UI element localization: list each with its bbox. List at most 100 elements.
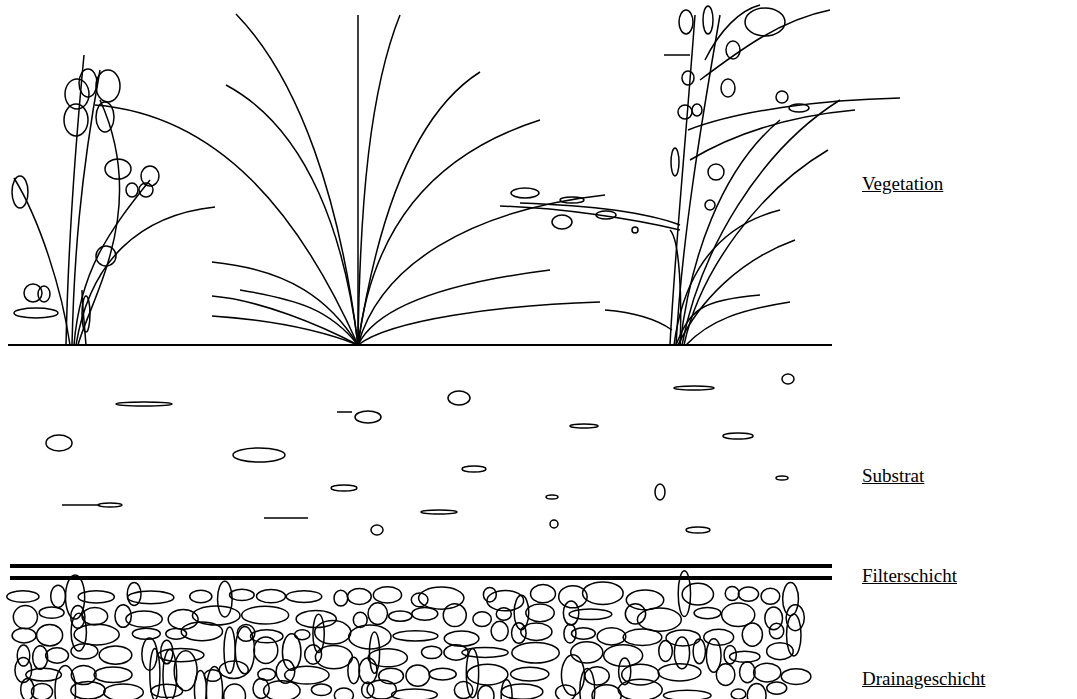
gravel-stone xyxy=(406,665,430,686)
gravel-stone xyxy=(429,668,456,680)
gravel-stone xyxy=(174,651,197,691)
gravel-stone xyxy=(348,657,360,684)
gravel-stone xyxy=(761,588,780,604)
layer-label: Filterschicht xyxy=(862,566,957,587)
gravel-stone xyxy=(39,607,64,618)
gravel-stone xyxy=(391,689,437,699)
gravel-stone xyxy=(373,587,401,603)
gravel-stone xyxy=(412,608,438,621)
gravel-stone xyxy=(563,601,578,625)
layer-label: Drainageschicht xyxy=(862,669,985,690)
drainage-gravel xyxy=(7,571,811,699)
gravel-stone xyxy=(740,662,756,683)
gravel-stone xyxy=(454,682,473,699)
shrub-plant xyxy=(500,5,900,345)
filter-layer xyxy=(10,566,832,578)
gravel-stone xyxy=(491,621,508,641)
gravel-stone xyxy=(235,627,254,674)
flowering-plant xyxy=(12,55,215,345)
gravel-stone xyxy=(604,645,643,667)
gravel-stone xyxy=(767,643,794,660)
gravel-stone xyxy=(637,608,681,631)
gravel-stone xyxy=(781,669,811,685)
gravel-stone xyxy=(694,607,721,618)
gravel-stone xyxy=(783,582,799,615)
gravel-stone xyxy=(17,645,30,666)
grass-tuft xyxy=(95,14,605,345)
layer-label: Substrat xyxy=(862,466,924,487)
gravel-stone xyxy=(224,627,235,673)
gravel-stone xyxy=(37,624,63,646)
gravel-stone xyxy=(181,622,222,641)
gravel-stone xyxy=(99,646,132,664)
gravel-stone xyxy=(71,644,98,659)
gravel-stone xyxy=(219,661,248,678)
gravel-stone xyxy=(742,623,762,646)
gravel-stone xyxy=(46,648,69,663)
gravel-stone xyxy=(444,631,479,646)
gravel-stone xyxy=(65,575,84,619)
gravel-stone xyxy=(747,684,766,699)
gravel-stone xyxy=(359,658,377,684)
gravel-stone xyxy=(282,634,301,670)
gravel-stone xyxy=(421,646,441,658)
gravel-stone xyxy=(473,612,491,627)
gravel-stone xyxy=(569,609,612,619)
gravel-stone xyxy=(754,663,781,682)
gravel-stone xyxy=(526,604,554,622)
gravel-stone xyxy=(583,582,624,605)
gravel-stone xyxy=(564,624,576,643)
gravel-stone xyxy=(334,688,353,699)
gravel-stone xyxy=(78,591,114,603)
gravel-stone xyxy=(51,585,66,607)
gravel-stone xyxy=(368,603,387,625)
gravel-stone xyxy=(71,681,105,699)
gravel-stone xyxy=(12,628,36,643)
gravel-stone xyxy=(7,591,39,603)
gravel-stone xyxy=(224,684,246,699)
gravel-stone xyxy=(126,611,162,627)
layer-label: Vegetation xyxy=(862,174,943,195)
gravel-stone xyxy=(478,685,494,699)
gravel-stone xyxy=(731,689,746,699)
gravel-stone xyxy=(296,611,336,628)
gravel-stone xyxy=(443,604,466,627)
gravel-stone xyxy=(190,590,212,602)
gravel-stone xyxy=(625,604,645,624)
gravel-stone xyxy=(765,607,783,630)
gravel-stone xyxy=(597,628,626,645)
gravel-stone xyxy=(230,589,255,600)
gravel-stone xyxy=(571,628,595,639)
gravel-stone xyxy=(521,623,552,640)
gravel-stone xyxy=(368,649,407,667)
gravel-stone xyxy=(725,587,739,601)
gravel-stone xyxy=(738,587,758,601)
substrate-particles xyxy=(46,374,794,535)
gravel-stone xyxy=(218,581,233,617)
gravel-stone xyxy=(71,613,86,651)
gravel-stone xyxy=(561,655,584,695)
gravel-stone xyxy=(94,667,132,683)
gravel-stone xyxy=(659,640,673,661)
gravel-stone xyxy=(257,590,286,603)
gravel-stone xyxy=(571,642,603,663)
gravel-stone xyxy=(618,679,662,699)
gravel-stone xyxy=(166,628,187,639)
gravel-stone xyxy=(315,621,351,644)
gravel-stone xyxy=(151,684,183,697)
substrate-surface xyxy=(8,344,832,346)
gravel-stone xyxy=(512,642,559,663)
gravel-stone xyxy=(315,645,352,668)
gravel-stone xyxy=(389,611,412,621)
gravel-stone xyxy=(592,685,621,699)
gravel-stone xyxy=(128,591,174,604)
gravel-stone xyxy=(678,571,690,617)
gravel-stone xyxy=(769,623,783,639)
gravel-stone xyxy=(13,606,37,629)
gravel-stone xyxy=(74,624,119,645)
gravel-stone xyxy=(496,608,511,620)
gravel-stone xyxy=(511,667,549,681)
gravel-stone xyxy=(663,690,711,699)
gravel-stone xyxy=(501,684,543,699)
